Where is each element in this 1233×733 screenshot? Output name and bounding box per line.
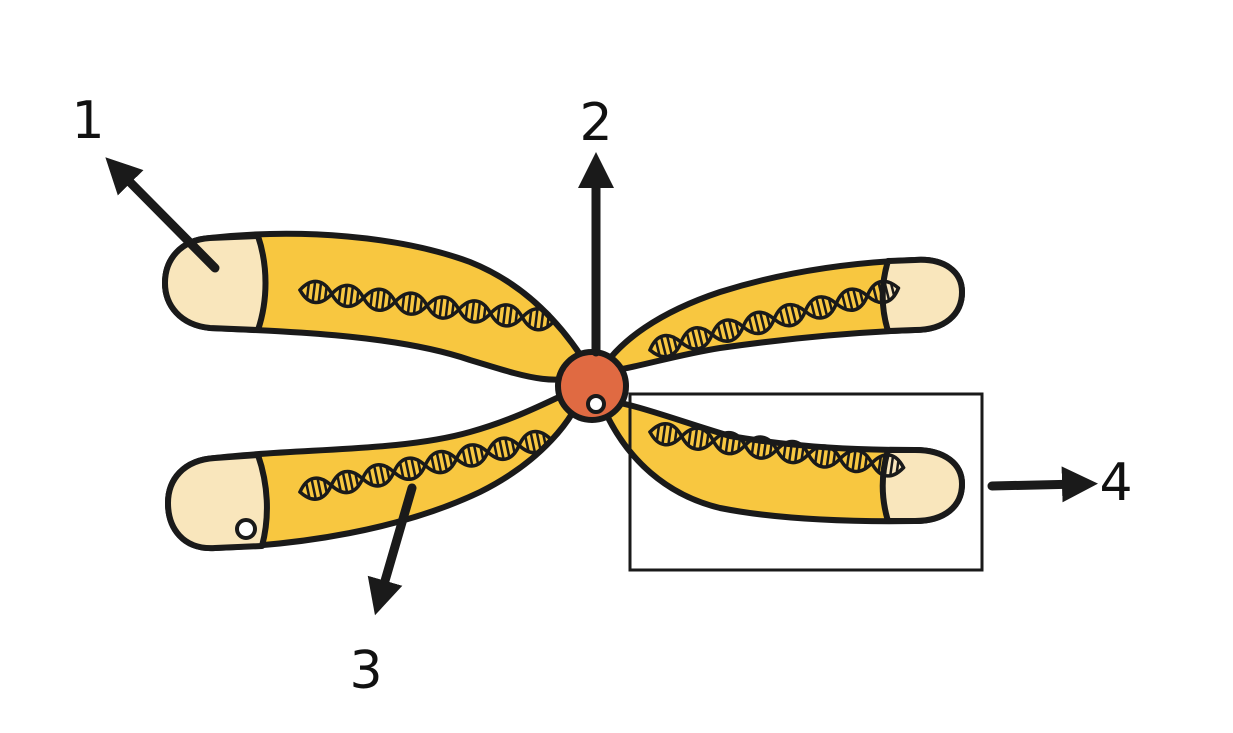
telomere-cap-upper-left [162,233,269,333]
pointer-arrow-1 [105,157,220,273]
label-3: 3 [349,641,382,701]
telomere-cap-lower-right [879,447,965,524]
centromere-marker-dot [586,394,606,414]
pointer-arrow-3 [367,483,417,616]
chromatid-arm-upper-left [162,230,593,383]
pointer-arrow-4 [987,466,1098,503]
arm-highlight-box [628,392,984,572]
chromatid-arm-lower-left [165,382,588,552]
marker-dot-lower-left [235,518,257,540]
label-2: 2 [579,93,612,153]
label-1: 1 [71,91,104,151]
chromatid-arm-lower-right [597,397,965,525]
label-4: 4 [1099,453,1132,513]
chromatid-arm-upper-right [597,256,965,375]
